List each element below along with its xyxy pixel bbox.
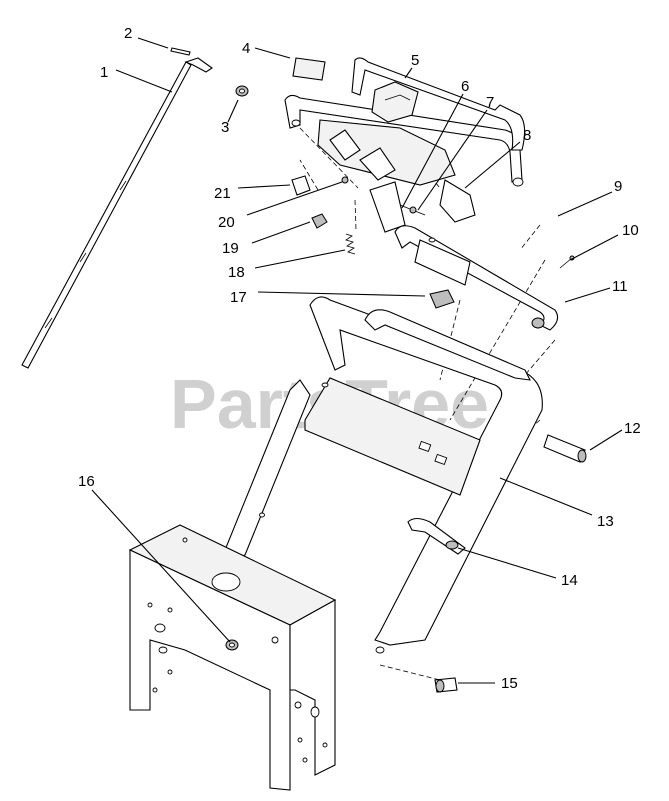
callout-8: 8 xyxy=(523,127,531,144)
callout-labels: 1 2 3 4 5 6 7 8 9 10 11 12 13 14 15 16 1… xyxy=(78,25,641,692)
leader-18 xyxy=(254,249,346,269)
leader-13 xyxy=(499,477,593,516)
part-7-pin xyxy=(399,204,426,216)
leader-lines xyxy=(91,37,623,684)
leader-5 xyxy=(404,67,413,79)
leader-17 xyxy=(257,291,426,297)
callout-2: 2 xyxy=(124,25,132,42)
leader-6 xyxy=(401,93,464,209)
leader-9 xyxy=(557,191,613,217)
part-19-nut xyxy=(311,213,328,229)
part-18-spring xyxy=(345,233,356,255)
part-2-pin xyxy=(170,47,191,56)
callout-6: 6 xyxy=(461,78,469,95)
leader-21 xyxy=(237,184,291,189)
part-3-nut xyxy=(235,85,249,97)
leader-2 xyxy=(137,37,169,49)
leader-10 xyxy=(569,234,619,261)
mounting-bracket xyxy=(128,524,337,791)
control-housing xyxy=(317,119,456,186)
callout-10: 10 xyxy=(622,222,639,239)
callout-9: 9 xyxy=(614,178,622,195)
callout-3: 3 xyxy=(221,119,229,136)
part-8-upper-handle xyxy=(284,57,526,187)
callout-18: 18 xyxy=(228,264,245,281)
part-16-nut xyxy=(225,639,239,651)
leader-14 xyxy=(457,547,557,579)
leader-3 xyxy=(227,99,239,123)
part-14-lever xyxy=(407,517,466,555)
callout-11: 11 xyxy=(612,278,628,295)
leader-4 xyxy=(254,47,291,59)
part-17-block xyxy=(429,289,455,309)
callout-1: 1 xyxy=(100,64,108,81)
leader-1 xyxy=(115,69,173,93)
leader-16 xyxy=(91,489,231,643)
callout-12: 12 xyxy=(624,420,641,437)
part-1-rod xyxy=(21,57,213,369)
part-13-lower-handle xyxy=(224,296,543,654)
callout-20: 20 xyxy=(218,214,235,231)
part-4-decal xyxy=(292,57,326,81)
leader-19 xyxy=(251,221,311,244)
callout-13: 13 xyxy=(597,513,614,530)
callout-14: 14 xyxy=(561,572,578,589)
callout-19: 19 xyxy=(222,240,239,257)
callout-16: 16 xyxy=(78,473,95,490)
callout-4: 4 xyxy=(242,40,250,57)
leader-7 xyxy=(417,109,488,211)
part-15-bolt xyxy=(434,677,458,693)
part-21-clip xyxy=(291,175,311,196)
leader-12 xyxy=(589,429,623,451)
part-6-lever xyxy=(369,181,406,233)
callout-7: 7 xyxy=(486,94,494,111)
part-11-bail xyxy=(394,225,559,331)
leader-11 xyxy=(564,287,611,303)
part-12-pin xyxy=(543,434,587,463)
leader-20 xyxy=(246,181,343,216)
part-20-screw xyxy=(341,176,349,184)
leader-8 xyxy=(464,141,521,189)
part-10-pin xyxy=(559,255,575,269)
callout-17: 17 xyxy=(230,289,247,306)
callout-15: 15 xyxy=(501,675,518,692)
callout-5: 5 xyxy=(411,52,419,69)
callout-21: 21 xyxy=(214,185,231,202)
part-5-bracket xyxy=(371,81,419,123)
part-8-grip xyxy=(439,179,476,223)
